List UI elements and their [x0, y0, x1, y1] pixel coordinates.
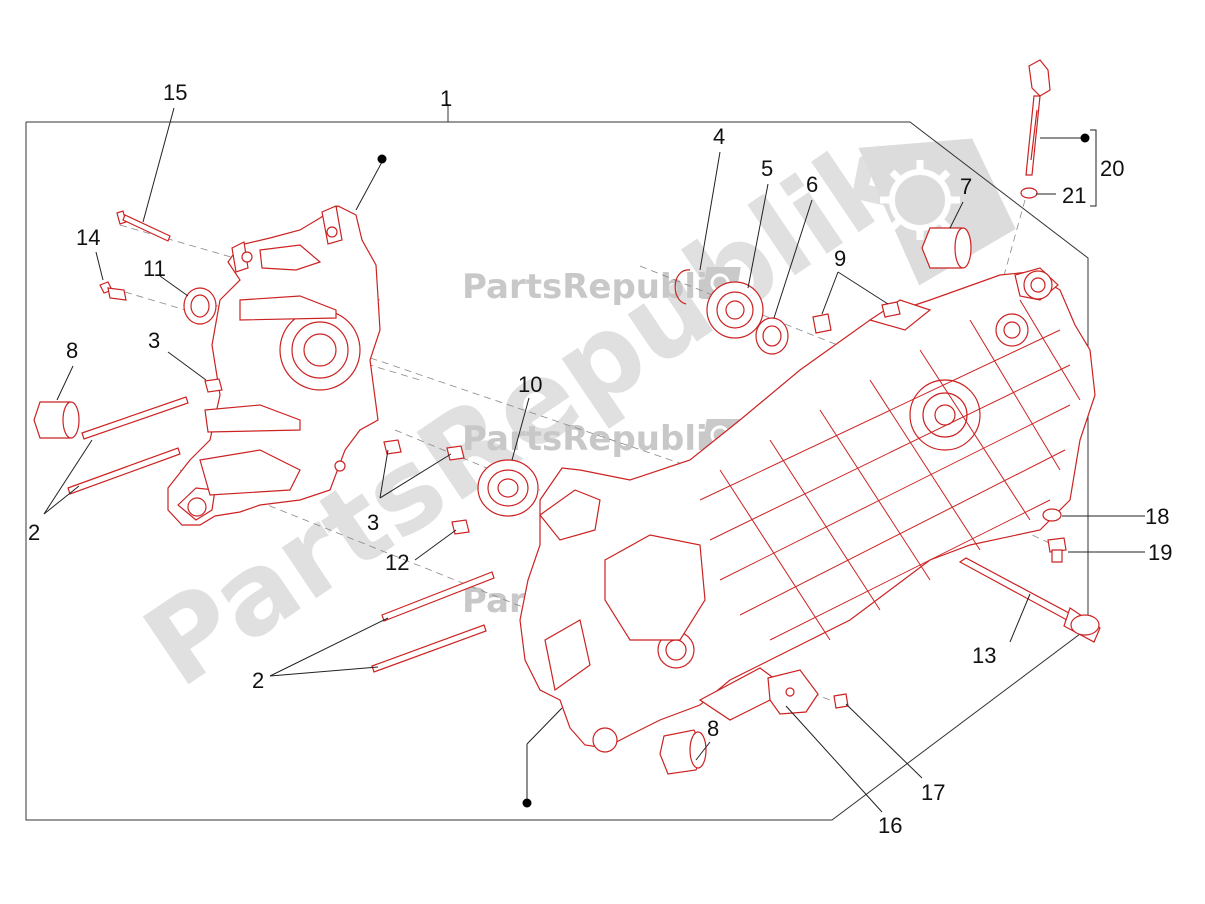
part-3-dowel-a — [204, 378, 223, 393]
part-9-dowel-b — [881, 301, 901, 318]
svg-text:PartsRepublik: PartsRepublik — [462, 267, 732, 307]
part-6-seal — [755, 317, 789, 355]
part-12-dowel — [451, 519, 470, 535]
callout-8a: 8 — [66, 338, 78, 363]
left-crankcase-half — [167, 205, 381, 526]
parts — [33, 59, 1101, 775]
part-21-washer — [1020, 187, 1038, 199]
part-4-circlip — [674, 269, 691, 305]
callout-10: 10 — [518, 372, 542, 397]
part-9-dowel-a — [812, 313, 832, 334]
callout-18: 18 — [1145, 504, 1169, 529]
part-8-bush-left — [33, 401, 80, 439]
callout-14: 14 — [76, 225, 100, 250]
part-2-stud-b — [67, 447, 181, 495]
callout-19: 19 — [1148, 540, 1172, 565]
callout-2a: 2 — [28, 520, 40, 545]
callout-11: 11 — [143, 256, 166, 281]
callout-16: 16 — [878, 813, 902, 838]
callout-2b: 2 — [252, 668, 264, 693]
part-18-washer — [1042, 508, 1062, 522]
part-15-bolt — [116, 210, 171, 242]
part-13-shaft — [958, 557, 1101, 643]
part-19-plug — [1047, 537, 1067, 563]
part-5-bearing — [706, 281, 764, 339]
part-20-dipstick — [1025, 59, 1051, 176]
callout-5: 5 — [761, 156, 773, 181]
callout-12: 12 — [385, 550, 409, 575]
callout-8b: 8 — [707, 716, 719, 741]
part-3-dowel-c — [446, 445, 465, 461]
gear-icon — [858, 138, 1016, 286]
part-17-screw — [833, 693, 849, 709]
part-8-bush-bottom — [659, 729, 707, 775]
svg-text:PartsRepublik: PartsRepublik — [462, 419, 732, 459]
callout-7: 7 — [960, 174, 972, 199]
part-2-stud-a — [81, 396, 189, 440]
callout-21: 21 — [1062, 183, 1086, 208]
right-crankcase-half — [519, 267, 1096, 753]
callout-17: 17 — [921, 780, 945, 805]
part-2-stud-d — [371, 624, 487, 673]
part-10-bearing — [477, 459, 539, 517]
crankcase-ribs — [699, 299, 1081, 641]
part-3-dowel-b — [383, 439, 402, 455]
part-2-stud-c — [381, 571, 495, 622]
part-14-pin — [99, 281, 127, 301]
callout-4: 4 — [713, 124, 725, 149]
brand-watermark-1: PartsRepublik — [462, 267, 741, 307]
callout-1: 1 — [440, 86, 452, 111]
callout-9: 9 — [834, 246, 846, 271]
callout-20: 20 — [1100, 156, 1124, 181]
callout-6: 6 — [806, 172, 818, 197]
callout-3b: 3 — [367, 510, 379, 535]
reference-dots — [377, 133, 1090, 808]
callout-numbers: 1 15 14 11 8 3 2 3 12 10 2 4 5 6 9 7 20 … — [28, 80, 1172, 838]
part-11-seal — [183, 287, 217, 325]
leader-lines — [43, 107, 1145, 813]
part-16-plate — [767, 669, 819, 715]
part-7-bush — [921, 227, 972, 269]
callout-3a: 3 — [148, 328, 160, 353]
callout-15: 15 — [163, 80, 187, 105]
callout-13: 13 — [972, 643, 996, 668]
